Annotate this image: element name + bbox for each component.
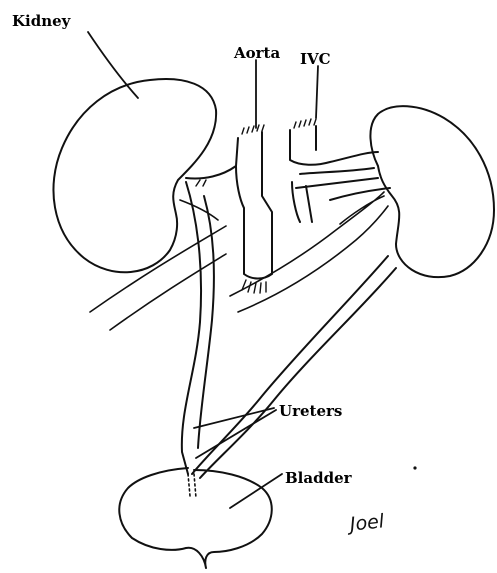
right-ureter [192, 256, 396, 478]
left-kidney [53, 79, 216, 272]
aorta-label: Aorta [234, 46, 280, 61]
ureters-label: Ureters [279, 404, 342, 419]
bladder-label: Bladder [285, 471, 352, 486]
ivc-label: IVC [300, 52, 331, 67]
artist-signature: Joel [349, 512, 385, 534]
retroperitoneal-lines [90, 192, 388, 330]
right-kidney [370, 106, 494, 277]
ureter-orifice [188, 474, 196, 498]
kidney-label: Kidney [12, 14, 70, 29]
stray-dot [413, 466, 416, 469]
right-renal-vessels [296, 168, 390, 200]
label-leaders [88, 32, 318, 508]
bladder [119, 468, 271, 568]
left-ureter [182, 182, 214, 474]
